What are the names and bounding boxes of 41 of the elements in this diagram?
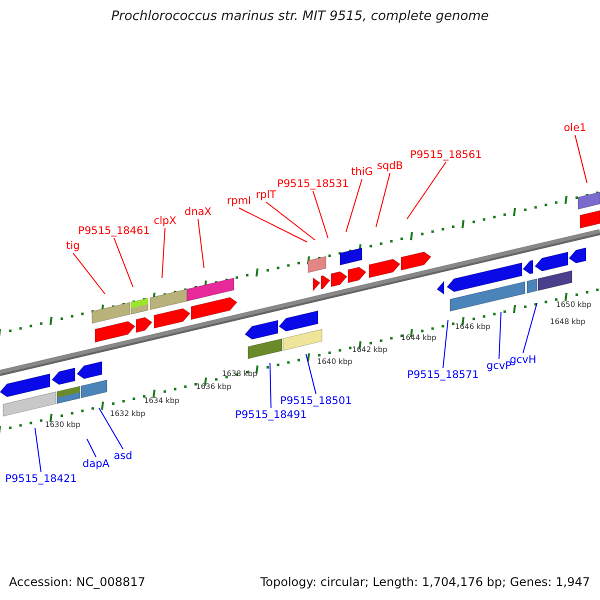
gene-label: P9515_18461	[78, 225, 150, 237]
gene-label: gcvH	[510, 354, 536, 366]
leader-line	[574, 134, 588, 184]
leader-line	[198, 218, 204, 268]
gene-label: thiG	[351, 166, 373, 178]
gene-label: P9515_18421	[5, 473, 77, 485]
leader-line	[376, 172, 390, 228]
leader-line	[114, 238, 134, 288]
gene-label: dnaX	[184, 206, 212, 218]
gene-label: gcvP	[486, 360, 512, 372]
leader-line	[266, 202, 316, 240]
gene-label: P9515_18531	[277, 178, 349, 190]
gene-label: tig	[66, 240, 80, 252]
leader-line	[98, 408, 124, 450]
leader-line	[306, 354, 316, 394]
leader-line	[312, 190, 328, 238]
gene-label: dapA	[82, 458, 110, 470]
leader-line	[34, 428, 42, 472]
leader-line	[72, 252, 106, 294]
leader-line	[522, 302, 538, 354]
leader-line	[498, 312, 502, 360]
gene-label: sqdB	[377, 160, 403, 172]
leader-line	[406, 162, 446, 220]
gene-label: P9515_18501	[280, 395, 352, 407]
gene-label: P9515_18571	[407, 369, 479, 381]
leader-line	[162, 228, 166, 278]
accession-text: Accession: NC_008817	[9, 575, 146, 589]
gene-label: asd	[114, 450, 132, 462]
gene-label: P9515_18561	[410, 149, 482, 161]
gene-label: clpX	[154, 215, 176, 227]
gene-label: rplT	[256, 189, 276, 201]
genome-summary-text: Topology: circular; Length: 1,704,176 bp; Genes: 1,947	[260, 575, 590, 589]
diagram-title: Prochlorococcus marinus str. MIT 9515, complete genome	[110, 9, 490, 24]
leader-line	[238, 208, 308, 242]
leader-line	[86, 438, 96, 458]
gene-label: ole1	[564, 122, 586, 134]
leader-line	[346, 178, 362, 232]
gene-label: P9515_18491	[235, 409, 307, 421]
leader-line	[442, 320, 448, 368]
leader-line	[270, 362, 272, 408]
gene-label: rpmI	[226, 195, 252, 207]
